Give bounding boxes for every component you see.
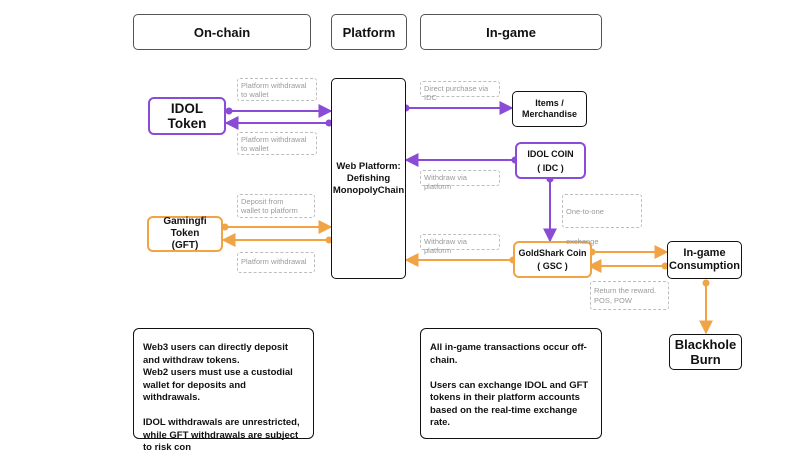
node-gamingfi-token: Gamingfi Token (GFT) bbox=[147, 216, 223, 252]
label-platform-withdrawal-top: Platform withdrawal to wallet bbox=[237, 78, 317, 101]
node-blackhole-burn: Blackhole Burn bbox=[669, 334, 742, 370]
arrow-platform-to-gft bbox=[221, 233, 333, 247]
note-onchain-text: Web3 users can directly deposit and with… bbox=[143, 342, 300, 453]
node-ingame-consumption: In-game Consumption bbox=[667, 241, 742, 279]
arrow-gft-to-platform bbox=[221, 220, 333, 234]
label-direct-purchase: Direct purchase via IDC bbox=[420, 81, 500, 102]
node-idol-coin: IDOL COIN ( IDC ) bbox=[515, 142, 586, 179]
node-goldshark-coin: GoldShark Coin ( GSC ) bbox=[513, 241, 592, 278]
note-onchain: Web3 users can directly deposit and with… bbox=[133, 328, 314, 453]
label-withdraw-via-platform-gsc: Withdraw via platform bbox=[420, 234, 500, 255]
note-ingame-text: All in-game transactions occur off-chain… bbox=[430, 342, 589, 428]
label-withdraw-via-platform-idc: Withdraw via platform bbox=[420, 170, 500, 191]
node-web-platform: Web Platform: Defishing MonopolyChain bbox=[331, 78, 406, 279]
arrow-gsc-to-consumption bbox=[588, 245, 669, 259]
label-deposit-from-wallet: Deposit from wallet to platform bbox=[237, 194, 315, 218]
arrow-consumption-to-burn bbox=[699, 279, 713, 335]
node-items-merchandise: Items / Merchandise bbox=[512, 91, 587, 127]
arrow-idc-to-gsc bbox=[543, 175, 557, 243]
arrow-gsc-to-platform bbox=[404, 253, 517, 267]
note-ingame: All in-game transactions occur off-chain… bbox=[420, 328, 602, 439]
header-ingame: In-game bbox=[420, 14, 602, 50]
arrow-consumption-to-gsc bbox=[587, 259, 669, 273]
label-one-to-one-exchange: One-to-one exchange bbox=[562, 194, 642, 246]
label-platform-withdrawal-gft: Platform withdrawal bbox=[237, 252, 315, 273]
header-onchain: On-chain bbox=[133, 14, 311, 50]
label-platform-withdrawal-bottom: Platform withdrawal to wallet bbox=[237, 132, 317, 155]
arrow-idol-to-platform bbox=[225, 104, 333, 118]
label-return-reward: Return the reward. POS, POW bbox=[590, 281, 669, 310]
header-platform: Platform bbox=[331, 14, 407, 50]
arrow-platform-to-items bbox=[402, 101, 514, 115]
arrow-idc-to-platform bbox=[404, 153, 519, 167]
node-idol-token: IDOL Token bbox=[148, 97, 226, 135]
arrow-platform-to-idol bbox=[224, 116, 333, 130]
